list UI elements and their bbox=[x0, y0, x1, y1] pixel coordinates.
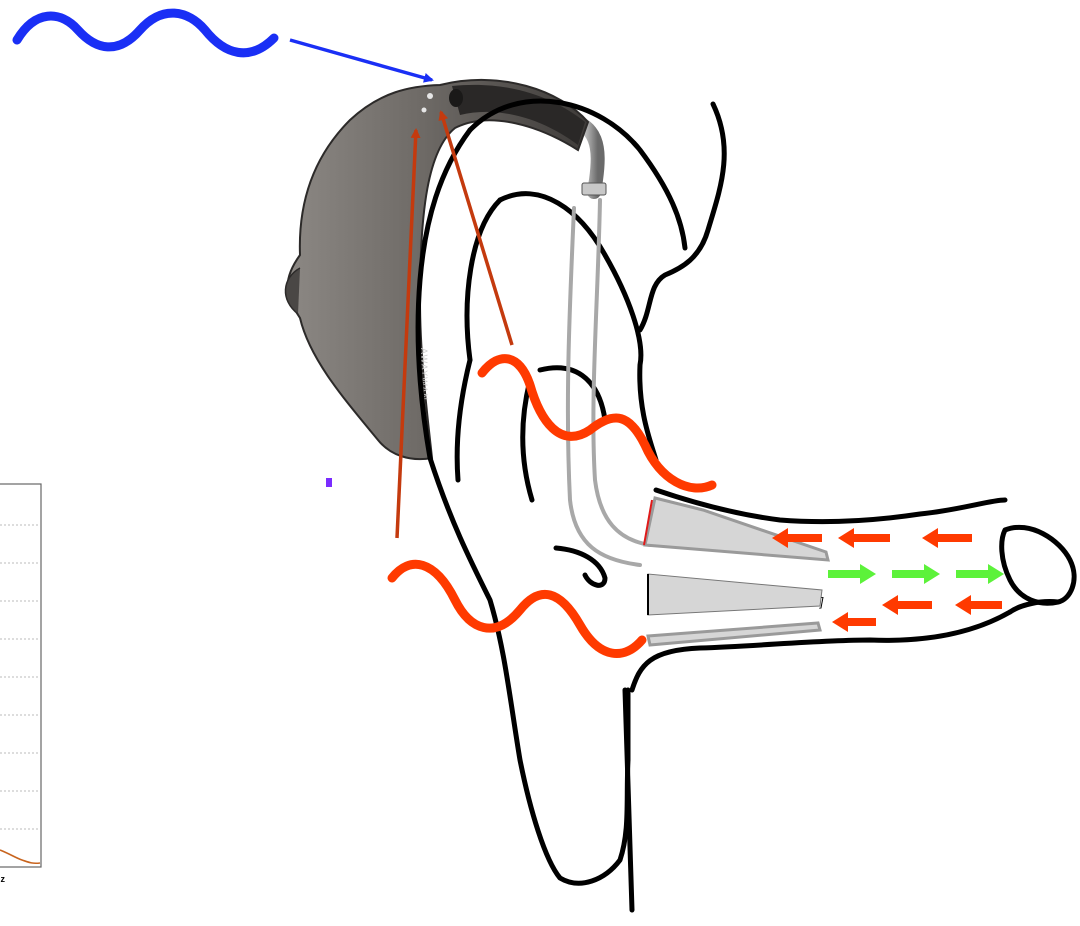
arrow-left-icon bbox=[838, 528, 890, 548]
incoming-sound-arrow bbox=[290, 40, 432, 80]
svg-text:]: ] bbox=[819, 595, 824, 609]
microphone-port bbox=[449, 89, 463, 107]
arrow-right-icon bbox=[892, 564, 940, 584]
stray-mark bbox=[326, 478, 332, 487]
hearing-aid-body bbox=[288, 80, 588, 459]
sine-wave-icon bbox=[17, 13, 274, 53]
behind-the-ear-hearing-aid-icon: AWAYWAN bbox=[285, 80, 606, 459]
leak-sound-wave-upper bbox=[482, 359, 712, 488]
leak-arrows bbox=[772, 528, 1002, 632]
arrow-left-icon bbox=[955, 595, 1002, 615]
arrow-right-icon bbox=[956, 564, 1004, 584]
arrow-left-icon bbox=[832, 612, 876, 632]
inset-spectrum-chart: iz bbox=[0, 484, 41, 884]
ear-outline bbox=[418, 101, 1074, 910]
feedback-arrow-upper bbox=[441, 112, 512, 345]
amplified-arrows bbox=[828, 564, 1004, 584]
arrow-left-icon bbox=[882, 595, 932, 615]
arrow-right-icon bbox=[828, 564, 876, 584]
arrow-left-icon bbox=[922, 528, 972, 548]
chart-tick-label: iz bbox=[0, 874, 6, 884]
program-button bbox=[285, 268, 300, 314]
